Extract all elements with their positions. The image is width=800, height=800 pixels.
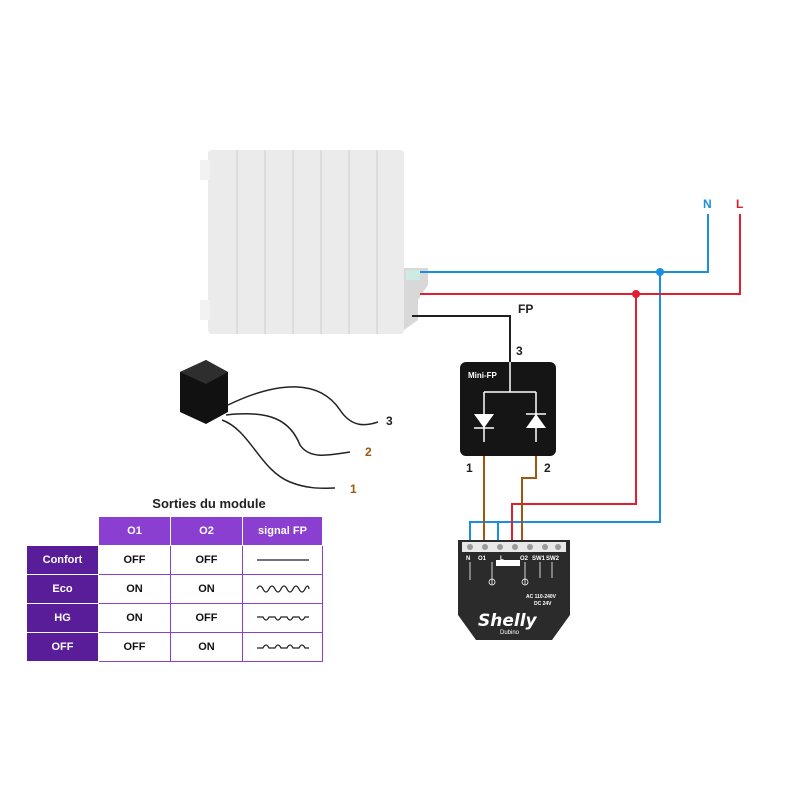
cell-o1: OFF: [98, 632, 171, 662]
row-label: HG: [26, 603, 99, 633]
terminal-sw2: SW2: [546, 556, 560, 562]
neutral-wire: [420, 214, 709, 540]
signal-full-wave-icon: [242, 574, 323, 604]
fp-label: FP: [518, 302, 533, 316]
live-junction: [632, 290, 640, 298]
header-o1: O1: [98, 516, 171, 546]
cell-o1: ON: [98, 603, 171, 633]
cell-o1: ON: [98, 574, 171, 604]
terminal-o1: O1: [478, 556, 487, 562]
shelly-sub: Dubino: [500, 630, 520, 636]
table-row: Eco ON ON: [26, 574, 323, 604]
terminal-sw1: SW1: [532, 556, 546, 562]
signal-positive-half-wave-icon: [242, 632, 323, 662]
neutral-junction: [656, 268, 664, 276]
shelly-relay: N O1 L O2 SW1 SW2 AC 110-240V DC 24V She…: [458, 540, 570, 640]
fp-wire: [412, 315, 511, 362]
signal-negative-half-wave-icon: [242, 603, 323, 633]
live-wire: [420, 214, 741, 540]
fp-terminal-label: 3: [516, 344, 523, 358]
box-wire-2-label: 2: [365, 445, 372, 459]
terminal-n: N: [466, 556, 470, 562]
terminal-l: L: [500, 556, 504, 562]
signal-flat-icon: [242, 545, 323, 575]
neutral-label: N: [703, 197, 712, 211]
cell-o1: OFF: [98, 545, 171, 575]
table-title: Sorties du module: [152, 496, 266, 511]
mini-fp-title: Mini-FP: [468, 371, 498, 380]
table-row: HG ON OFF: [26, 603, 323, 633]
terminal-o2: O2: [520, 556, 529, 562]
header-signal-fp: signal FP: [242, 516, 323, 546]
rating-ac: AC 110-240V: [526, 594, 557, 600]
box-wire-3-label: 3: [386, 414, 393, 428]
box-wire-1-label: 1: [350, 482, 357, 496]
control-box: [180, 360, 228, 424]
row-label: Eco: [26, 574, 99, 604]
table-row: OFF OFF ON: [26, 632, 323, 662]
shelly-logo: Shelly: [478, 611, 538, 631]
module-outputs-table: Sorties du module O1 O2 signal FP Confor…: [26, 492, 323, 662]
control-box-wires: [221, 386, 379, 489]
table-row: Confort OFF OFF: [26, 545, 323, 575]
relay-schematic-icon: [469, 562, 553, 586]
header-o2: O2: [170, 516, 243, 546]
cell-o2: OFF: [170, 603, 243, 633]
rating-dc: DC 24V: [534, 601, 552, 607]
cell-o2: OFF: [170, 545, 243, 575]
radiator: [200, 150, 428, 334]
table-corner: [26, 516, 99, 546]
output-wires: [483, 456, 537, 540]
cell-o2: ON: [170, 574, 243, 604]
module-out-1-label: 1: [466, 461, 473, 475]
mini-fp-module: Mini-FP: [460, 362, 556, 456]
row-label: Confort: [26, 545, 99, 575]
cell-o2: ON: [170, 632, 243, 662]
module-out-2-label: 2: [544, 461, 551, 475]
live-label: L: [736, 197, 743, 211]
row-label: OFF: [26, 632, 99, 662]
